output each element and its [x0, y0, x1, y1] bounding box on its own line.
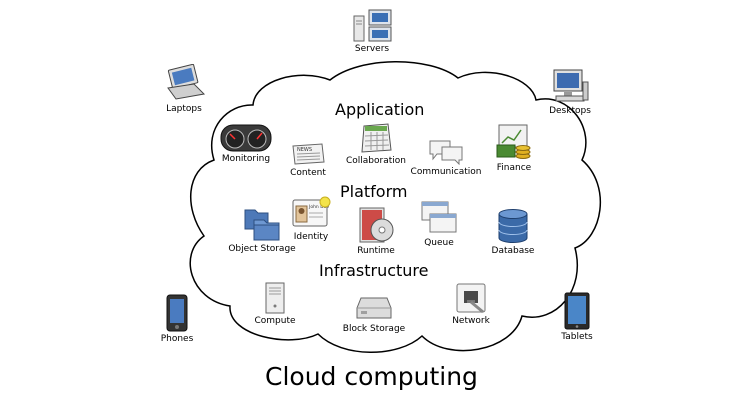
collaboration-label: Collaboration — [346, 156, 406, 166]
communication-node: Communication — [411, 137, 481, 177]
laptop-icon — [167, 64, 206, 100]
identity-node: John Doe Identity — [288, 196, 334, 242]
servers-node: Servers — [344, 8, 400, 54]
desktops-node: Desktops — [545, 68, 595, 116]
diagram-title: Cloud computing — [265, 362, 478, 391]
newspaper-icon: NEWS — [292, 143, 325, 165]
network-label: Network — [452, 316, 490, 326]
laptops-label: Laptops — [166, 104, 202, 114]
tablets-label: Tablets — [561, 332, 593, 342]
block-storage-label: Block Storage — [342, 324, 406, 334]
infrastructure-heading: Infrastructure — [319, 261, 429, 280]
collaboration-node: Collaboration — [344, 122, 408, 166]
runtime-icon — [359, 207, 394, 243]
tablet-icon — [564, 292, 590, 330]
phone-icon — [166, 294, 188, 332]
newspaper-masthead: NEWS — [297, 147, 312, 153]
phones-node: Phones — [155, 294, 199, 344]
content-node: NEWS Content — [286, 142, 330, 178]
phones-label: Phones — [160, 334, 194, 344]
desktops-label: Desktops — [549, 106, 591, 116]
application-heading: Application — [335, 100, 425, 119]
finance-label: Finance — [496, 163, 532, 173]
compute-label: Compute — [254, 316, 296, 326]
desktop-icon — [553, 69, 589, 102]
platform-heading: Platform — [340, 182, 408, 201]
queue-windows-icon — [421, 201, 457, 233]
object-storage-node: Object Storage — [228, 206, 296, 254]
network-jack-icon — [456, 283, 486, 314]
runtime-node: Runtime — [352, 206, 400, 256]
queue-label: Queue — [424, 238, 454, 248]
server-tower-icon — [265, 282, 285, 314]
object-storage-label: Object Storage — [228, 244, 296, 254]
id-card-name: John Doe — [308, 204, 329, 210]
database-label: Database — [491, 246, 535, 256]
block-storage-node: Block Storage — [340, 294, 408, 334]
monitoring-label: Monitoring — [221, 154, 271, 164]
compute-node: Compute — [252, 282, 298, 326]
content-label: Content — [290, 168, 326, 178]
gauge-icon — [220, 124, 272, 152]
hard-drive-icon — [356, 297, 392, 319]
database-icon — [498, 209, 528, 243]
finance-icon — [496, 124, 531, 159]
database-node: Database — [488, 208, 538, 256]
servers-label: Servers — [354, 44, 390, 54]
folder-icon — [244, 209, 280, 241]
monitoring-node: Monitoring — [218, 124, 274, 164]
id-card-icon: John Doe — [292, 196, 331, 227]
communication-label: Communication — [410, 167, 482, 177]
runtime-label: Runtime — [357, 246, 395, 256]
calendar-icon — [361, 123, 392, 153]
finance-node: Finance — [490, 123, 538, 173]
queue-node: Queue — [416, 200, 462, 248]
servers-icon — [353, 9, 392, 42]
laptops-node: Laptops — [158, 64, 210, 114]
identity-label: Identity — [293, 232, 329, 242]
chat-bubbles-icon — [429, 140, 463, 165]
tablets-node: Tablets — [555, 292, 599, 342]
network-node: Network — [448, 282, 494, 326]
